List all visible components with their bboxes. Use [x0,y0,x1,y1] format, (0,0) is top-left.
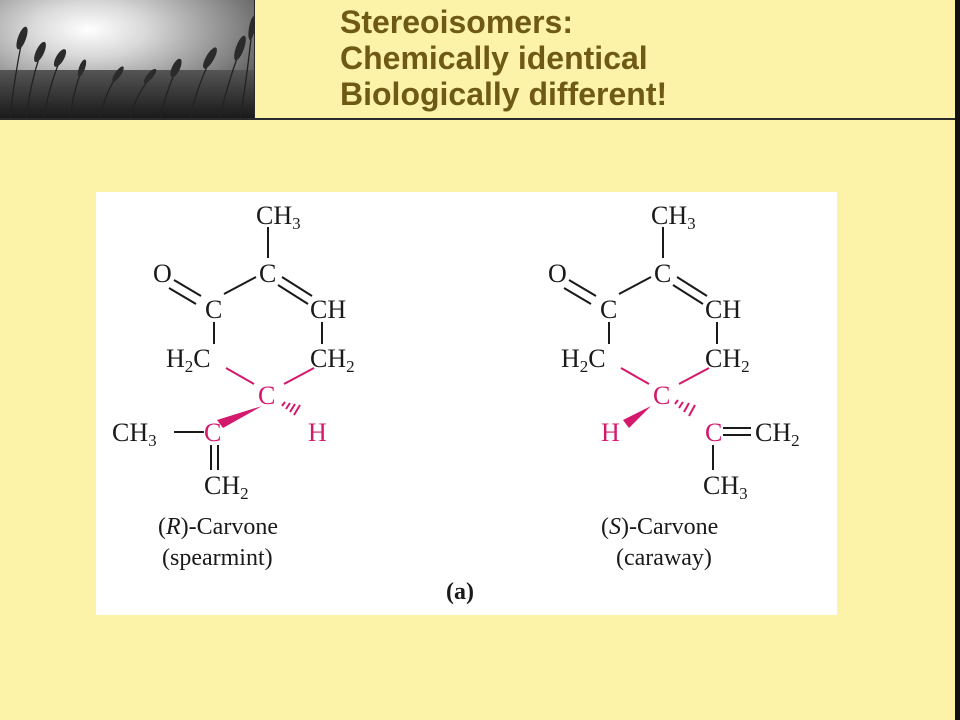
atom-ch3-top: CH3 [256,201,301,233]
atom-ch2-bottom: CH2 [204,471,249,503]
atom-c: C [205,295,222,324]
atom-o: O [548,259,567,288]
s-carvone-structure: CH3 C O C CH H2C CH2 C H C CH2 CH3 [548,201,800,503]
atom-c: C [705,418,722,447]
title-line-3: Biologically different! [340,76,668,112]
atom-c: C [204,418,221,447]
carvone-figure: CH3 C O C CH H2C CH2 C CH3 C H CH2 (R)-C… [96,192,837,615]
s-carvone-name: (S)-Carvone [601,514,718,540]
atom-ch3: CH3 [112,418,157,450]
r-carvone-structure: CH3 C O C CH H2C CH2 C CH3 C H CH2 [112,201,355,503]
carvone-structures: CH3 C O C CH H2C CH2 C CH3 C H CH2 (R)-C… [112,201,800,605]
atom-ch2-right: CH2 [755,418,800,450]
slide-edge [955,0,960,720]
r-carvone-common-name: (spearmint) [162,545,273,571]
figure-panel-label: (a) [446,579,474,605]
header-rule [0,118,960,120]
atom-ch: CH [705,295,741,324]
stereocenter-c: C [258,381,275,410]
stereocenter-c: C [653,381,670,410]
atom-h2c: H2C [166,344,211,376]
title-line-1: Stereoisomers: [340,4,573,40]
atom-h: H [308,418,327,447]
atom-ch3-top: CH3 [651,201,696,233]
atom-h2c: H2C [561,344,606,376]
header-divider [254,0,255,118]
atom-o: O [153,259,172,288]
title-line-2: Chemically identical [340,40,648,76]
atom-c: C [654,259,671,288]
wheat-field-photo [0,0,256,119]
atom-h: H [601,418,620,447]
atom-ch2: CH2 [310,344,355,376]
atom-ch: CH [310,295,346,324]
atom-ch2: CH2 [705,344,750,376]
atom-c: C [600,295,617,324]
atom-ch3-bottom: CH3 [703,471,748,503]
slide-title: Stereoisomers: Chemically identical Biol… [340,4,940,112]
r-carvone-name: (R)-Carvone [158,514,278,540]
s-carvone-common-name: (caraway) [616,545,712,571]
atom-c: C [259,259,276,288]
